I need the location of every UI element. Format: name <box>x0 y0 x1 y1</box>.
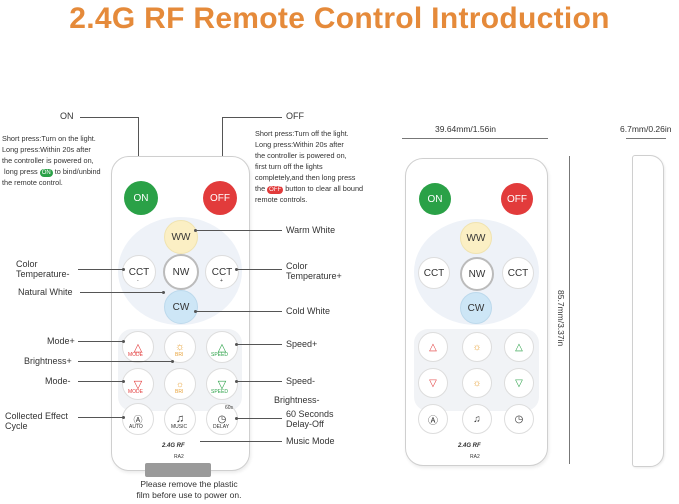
callout-natural-white: Natural White <box>18 287 73 297</box>
triangle-down-icon: ▽ <box>504 368 534 398</box>
triangle-up-icon: △ <box>504 332 534 362</box>
cct-plus-button-small: CCT <box>502 257 534 289</box>
sun-icon: ☼ <box>462 368 492 398</box>
clock-icon: ◷ <box>217 413 227 425</box>
off-pill: OFF <box>267 186 284 194</box>
callout-speed-plus: Speed+ <box>286 339 318 349</box>
music-note-icon: ♫ <box>175 413 185 425</box>
sun-icon: ☼ <box>174 341 186 353</box>
bri-minus-button[interactable]: ☼BRI <box>164 368 196 400</box>
off-button[interactable]: OFF <box>203 181 237 215</box>
triangle-down-icon: ▽ <box>217 378 227 391</box>
model-label-small: RA2 <box>470 454 480 460</box>
remote-main: ON OFF WW CCT- NW CCT+ CW △MODE ☼BRI △SP… <box>111 156 250 471</box>
clock-icon: ◷ <box>504 404 534 434</box>
on-description: Short press:Turn on the light. Long pres… <box>2 134 101 187</box>
callout-brightness-minus: Brightness- <box>274 395 320 405</box>
callout-mode-plus: Mode+ <box>47 336 75 346</box>
on-label: ON <box>60 111 74 121</box>
page-title: 2.4G RF Remote Control Introduction <box>69 2 610 35</box>
callout-brightness-plus: Brightness+ <box>24 356 72 366</box>
callout-music-mode: Music Mode <box>286 436 335 446</box>
cct-minus-button-small: CCT <box>418 257 450 289</box>
cct-plus-button[interactable]: CCT+ <box>205 255 239 289</box>
model-label: RA2 <box>174 454 184 460</box>
auto-icon: Ⓐ <box>133 414 143 425</box>
ww-button-small: WW <box>460 222 492 254</box>
speed-minus-button[interactable]: ▽SPEED <box>206 368 238 400</box>
triangle-down-icon: ▽ <box>418 368 448 398</box>
mode-plus-button[interactable]: △MODE <box>122 331 154 363</box>
dim-height: 85.7mm/3.37in <box>556 290 566 347</box>
on-pill: ON <box>39 169 53 177</box>
callout-warm-white: Warm White <box>286 225 336 235</box>
callout-cold-white: Cold White <box>286 306 331 316</box>
mode-minus-button[interactable]: ▽MODE <box>122 368 154 400</box>
triangle-up-icon: △ <box>418 332 448 362</box>
sun-icon: ☼ <box>462 332 492 362</box>
off-button-small: OFF <box>501 183 533 215</box>
triangle-up-icon: △ <box>133 341 143 354</box>
cw-button[interactable]: CW <box>164 290 198 324</box>
cct-minus-button[interactable]: CCT- <box>122 255 156 289</box>
bri-plus-button[interactable]: ☼BRI <box>164 331 196 363</box>
callout-mode-minus: Mode- <box>45 376 71 386</box>
sun-icon: ☼ <box>175 379 185 389</box>
triangle-up-icon: △ <box>217 341 227 354</box>
auto-icon: Ⓐ <box>418 404 448 434</box>
triangle-down-icon: ▽ <box>133 378 143 391</box>
callout-speed-minus: Speed- <box>286 376 316 386</box>
music-button[interactable]: ♫MUSIC <box>164 403 196 435</box>
remote-dimension: ON OFF WW CCT NW CCT CW △ ☼ △ ▽ ☼ ▽ Ⓐ ♫ … <box>405 158 548 466</box>
dim-width: 39.64mm/1.56in <box>435 124 496 134</box>
ww-button[interactable]: WW <box>164 220 198 254</box>
music-note-icon: ♫ <box>462 404 492 434</box>
brand-label-small: 2.4G RF <box>458 443 481 449</box>
speed-plus-button[interactable]: △SPEED <box>206 331 238 363</box>
nw-button-small: NW <box>460 257 494 291</box>
dim-thickness: 6.7mm/0.26in <box>620 124 672 134</box>
battery-tab[interactable] <box>145 463 211 477</box>
brand-label: 2.4G RF <box>162 443 185 449</box>
cw-button-small: CW <box>460 292 492 324</box>
nw-button[interactable]: NW <box>163 254 199 290</box>
on-button-small: ON <box>419 183 451 215</box>
on-button[interactable]: ON <box>124 181 158 215</box>
remote-side-profile <box>632 155 664 467</box>
off-label: OFF <box>286 111 304 121</box>
off-description: Short press:Turn off the light. Long pre… <box>255 129 364 204</box>
